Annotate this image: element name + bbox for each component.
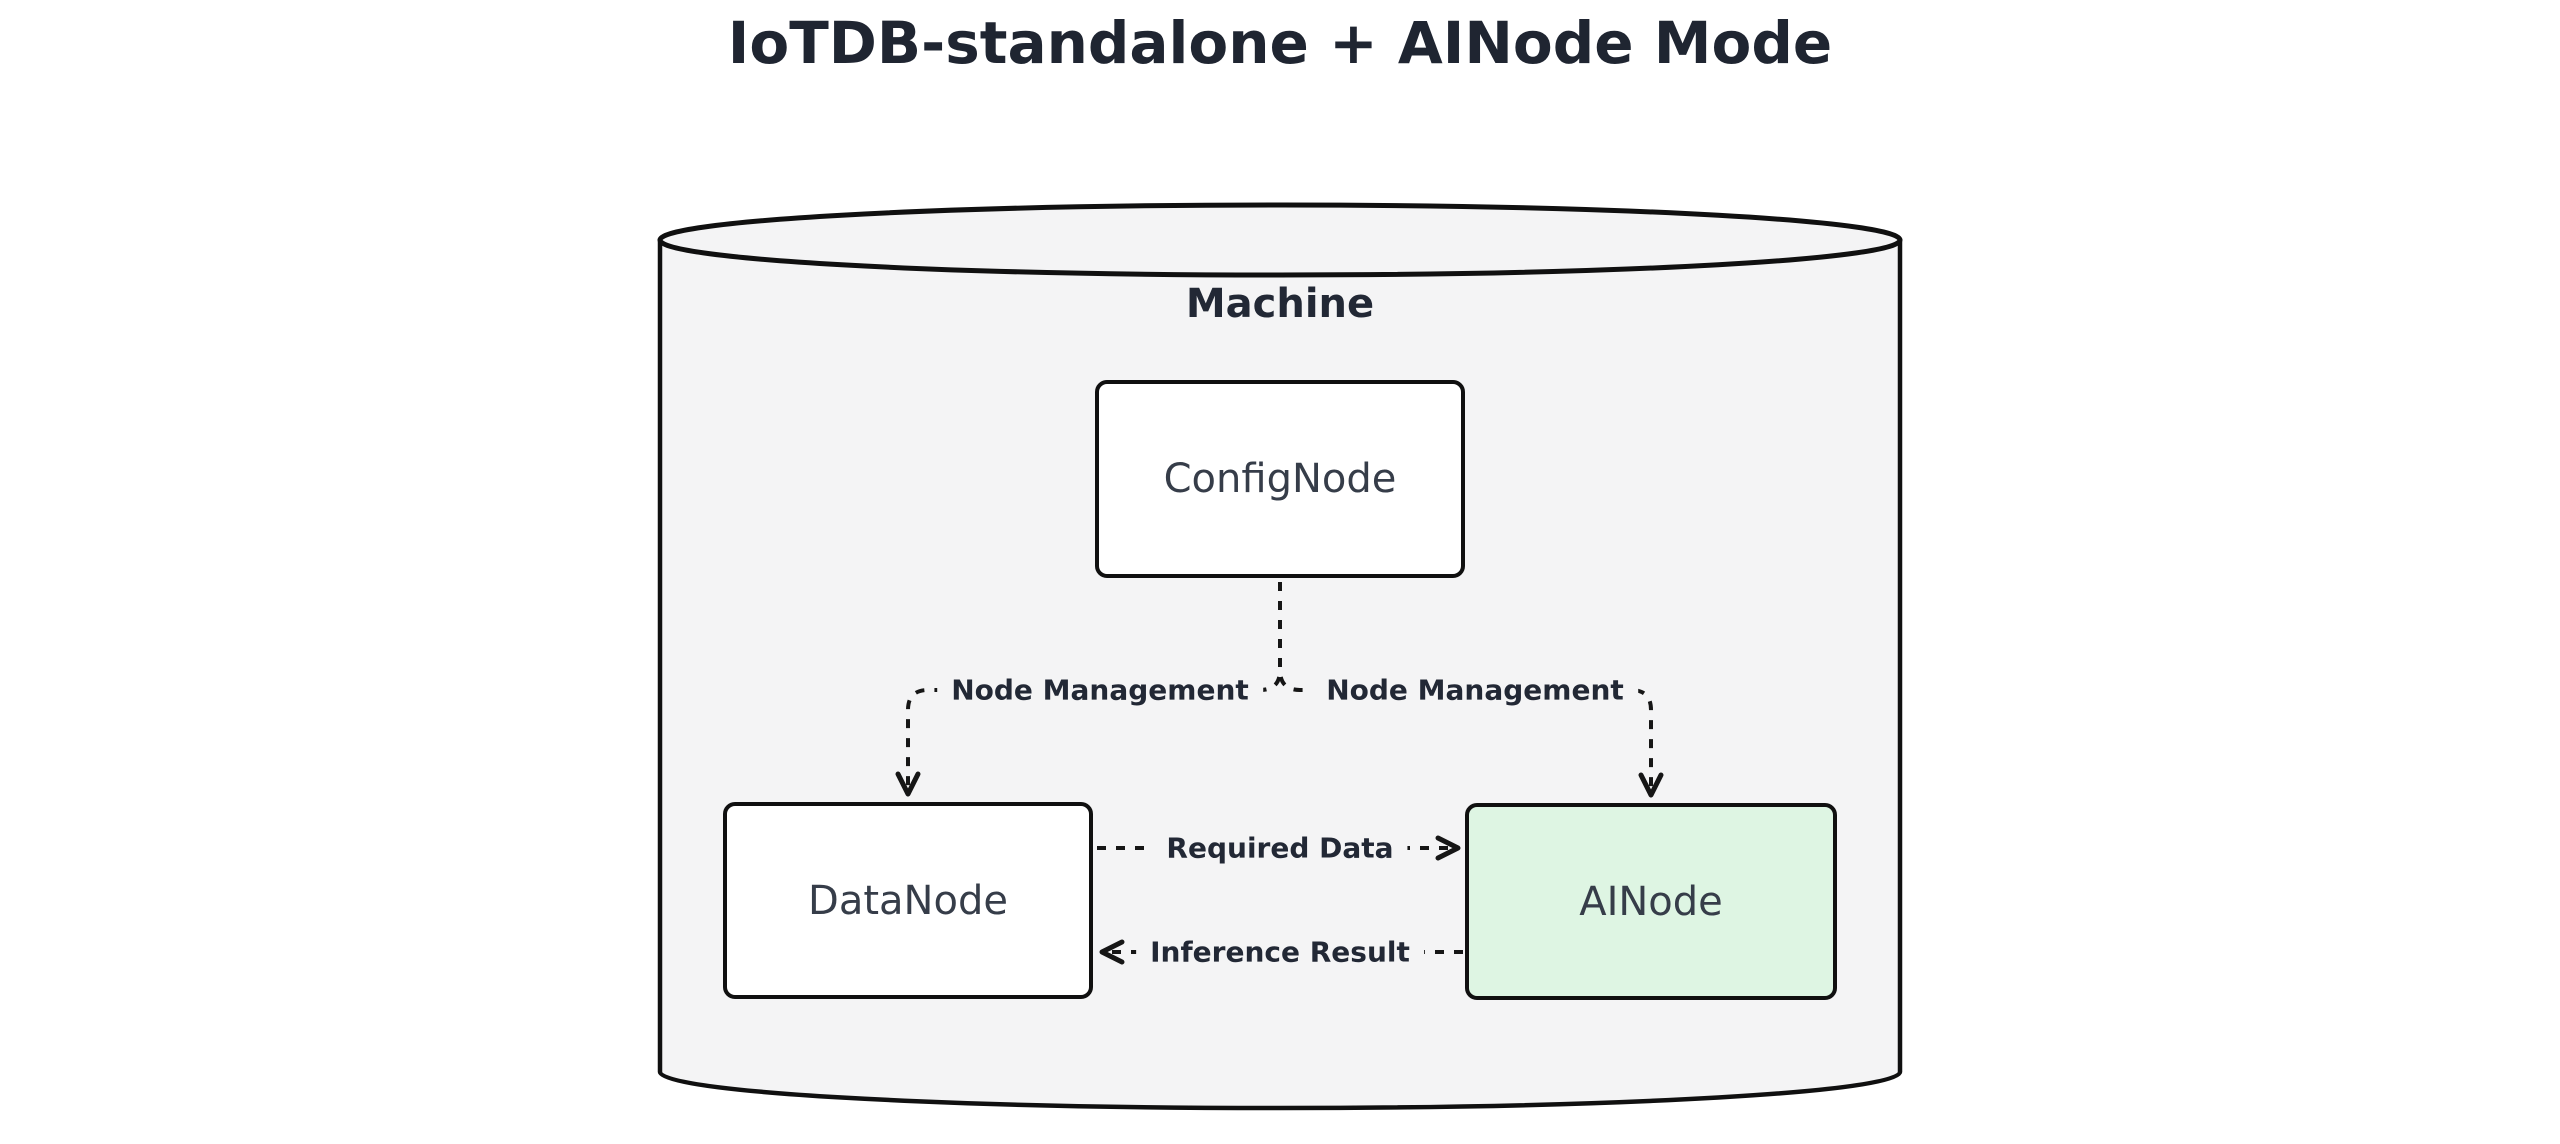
edge-label-inference-result: Inference Result [1136,931,1424,973]
edge-label-required-data: Required Data [1152,827,1408,869]
page-title: IoTDB-standalone + AINode Mode [727,9,1833,77]
node-ainode: AINode [1465,803,1837,1000]
edge-label-node-management-left: Node Management [937,669,1263,711]
node-datanode-label: DataNode [808,877,1008,924]
node-confignode: ConfigNode [1095,380,1465,578]
node-confignode-label: ConfigNode [1163,456,1397,502]
edge-label-node-management-right: Node Management [1312,669,1638,711]
machine-container-label: Machine [1185,281,1375,327]
node-datanode: DataNode [723,802,1093,999]
machine-cylinder-top [657,202,1903,278]
node-ainode-label: AINode [1579,878,1723,925]
